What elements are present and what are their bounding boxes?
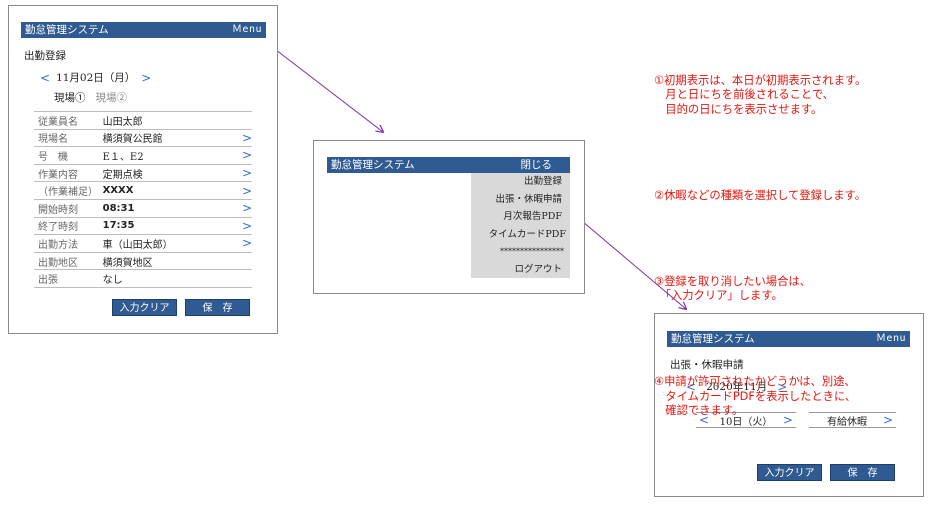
field-label: 終了時刻 <box>34 216 103 235</box>
save-button[interactable]: 保 存 <box>185 299 250 316</box>
menu-item-leave-request[interactable]: 出張・休暇申請 <box>495 193 562 205</box>
app-title: 勤怠管理システム <box>331 159 415 171</box>
field-label: 号 機 <box>34 146 103 165</box>
leave-type-selector[interactable]: 有給休暇 > <box>809 412 896 428</box>
field-label: 出勤方法 <box>34 234 103 253</box>
page-title: 出勤登録 <box>24 50 66 62</box>
field-value: E１、E2 <box>102 146 232 165</box>
menu-item-masked: **************** <box>500 247 564 256</box>
arrow-to-menu <box>262 39 383 132</box>
tab-site-1[interactable]: 現場① <box>54 92 86 104</box>
field-value: 山田太郎 <box>102 111 232 130</box>
form-row: 出勤地区横須賀地区 <box>34 251 252 270</box>
app-header: 勤怠管理システム Ｍenu <box>667 331 910 347</box>
field-label: 出張 <box>34 269 103 288</box>
form-row[interactable]: 現場名横須賀公民館> <box>34 128 252 147</box>
prev-day-button[interactable]: < <box>699 413 710 427</box>
field-label: 現場名 <box>34 128 103 147</box>
form-row[interactable]: 出勤方法車（山田太郎）> <box>34 234 252 253</box>
chevron-right-icon[interactable]: > <box>231 181 252 200</box>
field-label: （作業補足） <box>34 181 103 200</box>
menu-item-logout[interactable]: ログアウト <box>514 263 562 275</box>
field-value: 車（山田太郎） <box>102 234 232 253</box>
field-value: XXXX <box>102 181 232 200</box>
clear-input-button[interactable]: 入力クリア <box>112 299 177 316</box>
note-1: ①初期表示は、本日が初期表示されます。 月と日にちを前後されることで、 目的の日… <box>654 73 867 116</box>
leave-type-chevron-icon: > <box>882 413 893 427</box>
field-label: 出勤地区 <box>34 251 103 270</box>
field-value: なし <box>102 269 232 288</box>
date-nav: < 11月02日（月） > <box>40 70 151 85</box>
chevron-right-icon[interactable]: > <box>231 216 252 235</box>
chevron-right-icon[interactable]: > <box>231 146 252 165</box>
chevron-right-icon[interactable]: > <box>231 198 252 218</box>
form-row: 従業員名山田太郎 <box>34 111 252 130</box>
field-value: 17:35 <box>102 216 232 235</box>
leave-type-label: 有給休暇 <box>827 416 867 428</box>
chevron-right-icon <box>231 269 252 288</box>
app-header: 勤怠管理システム Ｍenu <box>21 22 266 38</box>
chevron-right-icon[interactable]: > <box>231 128 252 147</box>
month-nav: < 2020年11月 > <box>686 379 787 394</box>
clear-input-button[interactable]: 入力クリア <box>757 464 822 481</box>
form-row: 出張なし <box>34 269 252 288</box>
menu-dropdown: 出勤登録 出張・休暇申請 月次報告PDF タイムカードPDF *********… <box>471 173 570 278</box>
field-value: 定期点検 <box>102 163 232 182</box>
note-4: ④申請が許可されたかどうかは、別途、 タイムカードPDFを表示したときに、 確認… <box>654 375 857 417</box>
close-menu-button[interactable]: 閉じる <box>520 159 553 171</box>
field-label: 開始時刻 <box>34 198 103 218</box>
tab-site-2[interactable]: 現場② <box>95 92 128 104</box>
field-value: 横須賀公民館 <box>102 128 232 147</box>
next-day-button[interactable]: > <box>782 413 793 427</box>
note-2: ②休暇などの種類を選択して登録します。 <box>654 188 867 202</box>
date-label: 11月02日（月） <box>56 72 136 84</box>
field-value: 08:31 <box>102 198 232 218</box>
page-title: 出張・休暇申請 <box>670 359 744 371</box>
next-date-button[interactable]: > <box>141 70 152 85</box>
chevron-right-icon <box>231 111 252 130</box>
day-selector: < 10日（火） > <box>696 412 796 428</box>
field-label: 作業内容 <box>34 163 103 182</box>
app-title: 勤怠管理システム <box>25 24 109 36</box>
save-button[interactable]: 保 存 <box>830 464 895 481</box>
prev-month-button[interactable]: < <box>686 379 697 394</box>
menu-item-attendance[interactable]: 出勤登録 <box>523 176 562 187</box>
field-label: 従業員名 <box>34 111 103 130</box>
chevron-right-icon <box>231 251 252 270</box>
instruction-notes: ①初期表示は、本日が初期表示されます。 月と日にちを前後されることで、 目的の日… <box>654 45 866 433</box>
menu-button[interactable]: Ｍenu <box>231 24 262 35</box>
field-value: 横須賀地区 <box>102 251 232 270</box>
day-label: 10日（火） <box>719 416 773 428</box>
form-row[interactable]: （作業補足）XXXX> <box>34 181 252 200</box>
month-label: 2020年11月 <box>706 381 768 393</box>
next-month-button[interactable]: > <box>777 379 788 394</box>
form-row[interactable]: 作業内容定期点検> <box>34 163 252 182</box>
chevron-right-icon[interactable]: > <box>231 234 252 253</box>
site-tabs: 現場① 現場② <box>54 90 127 105</box>
menu-header: 勤怠管理システム 閉じる <box>327 157 570 173</box>
menu-item-monthly-report[interactable]: 月次報告PDF <box>503 211 562 222</box>
app-title: 勤怠管理システム <box>671 333 755 345</box>
menu-button[interactable]: Ｍenu <box>875 333 906 344</box>
chevron-right-icon[interactable]: > <box>231 163 252 182</box>
prev-date-button[interactable]: < <box>40 70 51 85</box>
menu-item-timecard[interactable]: タイムカードPDF <box>488 228 566 240</box>
note-3: ③登録を取り消したい場合は、 「入力クリア」します。 <box>654 274 811 303</box>
